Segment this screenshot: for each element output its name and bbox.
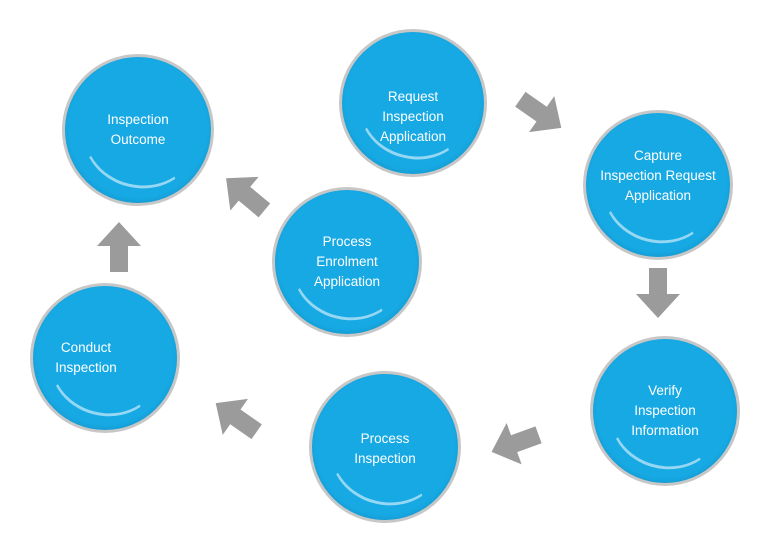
step-label-line: Verify	[648, 383, 682, 398]
step-label-line: Application	[313, 274, 381, 289]
step-label-line: Inspection	[55, 360, 117, 375]
step-label-line: Inspection	[107, 112, 169, 127]
step-label-line: Inspection Request	[600, 168, 716, 183]
step-label-line: Enrolment	[316, 254, 378, 269]
step-label-line: Outcome	[110, 132, 166, 147]
step-label-line: Inspection	[382, 109, 444, 124]
step-label: Request Inspection Application	[347, 87, 479, 147]
block-arrow-icon	[204, 153, 289, 238]
step-label-line: Inspection	[354, 451, 416, 466]
step-label-line: Process	[360, 431, 410, 446]
step-label: Verify Inspection Information	[598, 381, 732, 441]
block-arrow-icon	[195, 376, 279, 460]
step-label-line: Request	[387, 89, 439, 104]
step-process-inspection: Process Inspection	[309, 371, 461, 523]
step-capture-inspection-request-application: Capture Inspection Request Application	[583, 110, 733, 260]
step-label: Inspection Outcome	[70, 110, 206, 150]
step-label: Conduct Inspection	[32, 338, 140, 378]
step-label-line: Conduct	[60, 340, 112, 355]
step-label-line: Application	[624, 188, 692, 203]
block-arrow-icon	[478, 405, 555, 482]
step-label-line: Capture	[633, 148, 683, 163]
step-label-line: Information	[631, 423, 699, 438]
step-inspection-outcome: Inspection Outcome	[62, 54, 214, 206]
step-label-line: Application	[379, 129, 447, 144]
step-label-line: Inspection	[634, 403, 696, 418]
step-label: Process Enrolment Application	[280, 232, 414, 292]
step-label-line: Process	[322, 234, 372, 249]
block-arrow-icon	[89, 218, 149, 278]
step-verify-inspection-information: Verify Inspection Information	[590, 336, 740, 486]
step-process-enrolment-application: Process Enrolment Application	[272, 187, 422, 337]
step-request-inspection-application: Request Inspection Application	[339, 29, 487, 177]
block-arrow-icon	[498, 71, 582, 155]
step-label: Process Inspection	[317, 429, 453, 469]
block-arrow-icon	[628, 262, 688, 322]
step-conduct-inspection: Conduct Inspection	[30, 283, 180, 433]
step-label: Capture Inspection Request Application	[591, 146, 725, 206]
